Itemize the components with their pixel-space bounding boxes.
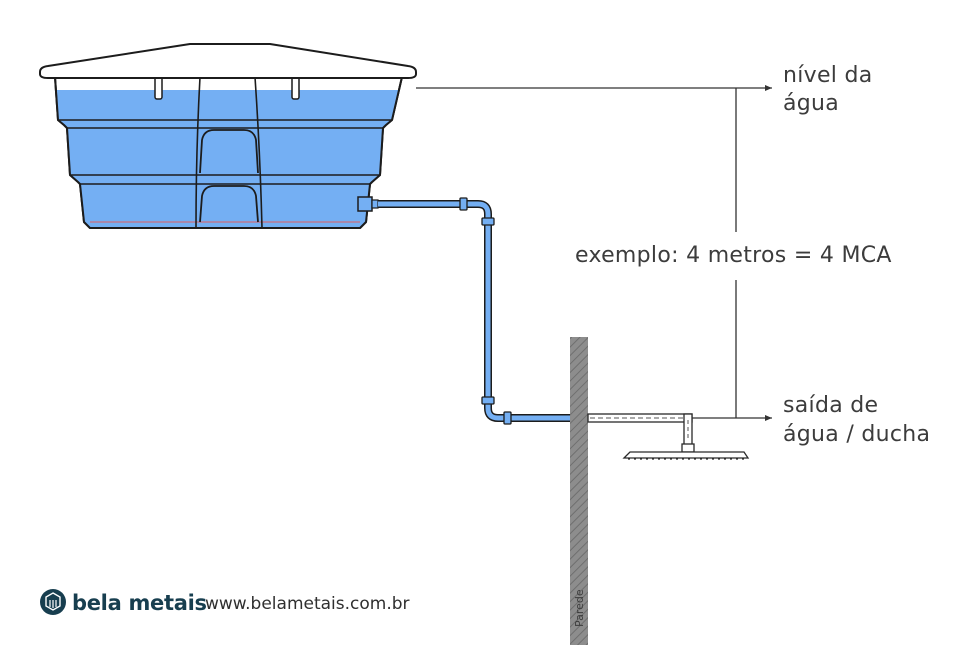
tank-water bbox=[57, 90, 399, 228]
tank-outlet-fitting bbox=[357, 196, 373, 212]
outlet-label-line2: água / ducha bbox=[783, 422, 930, 447]
outlet-label-line1: saída de bbox=[783, 393, 878, 418]
brand-url: www.belametais.com.br bbox=[205, 594, 410, 614]
water-level-label-line2: água bbox=[783, 91, 839, 116]
wall: Parede bbox=[570, 337, 588, 645]
brand-name: bela metais bbox=[72, 591, 207, 615]
shower-head bbox=[622, 451, 750, 459]
tank-recess-upper bbox=[199, 129, 259, 174]
brand-logo: bela metais bbox=[40, 589, 207, 615]
wall-label: Parede bbox=[573, 589, 586, 627]
supply-pipe bbox=[378, 197, 570, 425]
water-tank bbox=[39, 43, 417, 229]
water-level-label-line1: nível da bbox=[783, 63, 873, 88]
example-label: exemplo: 4 metros = 4 MCA bbox=[575, 243, 892, 268]
tank-recess-lower bbox=[199, 185, 259, 223]
tank-lid bbox=[39, 43, 417, 79]
measurement-lines bbox=[416, 85, 772, 421]
shower bbox=[587, 413, 750, 460]
